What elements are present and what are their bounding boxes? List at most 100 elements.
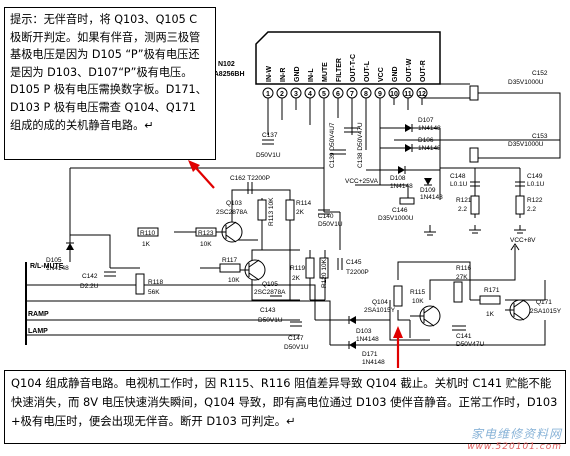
- label-c152-val: D35V1000U: [508, 79, 544, 86]
- label-vcc25: VCC+25VA: [345, 178, 379, 185]
- label-r122: R122: [527, 197, 543, 204]
- label-r121: R121: [456, 197, 472, 204]
- label-r117-val: 10K: [228, 277, 240, 284]
- ic-ref: N102: [218, 61, 235, 68]
- label-c146: C146: [392, 207, 408, 214]
- label-c143-val: D50V1U: [258, 317, 283, 324]
- note-bottom: Q104 组成静音电路。电视机工作时，因 R115、R116 阻值差异导致 Q1…: [4, 370, 566, 444]
- ic-pin-name: OUT-R: [420, 60, 427, 82]
- label-q103: Q103: [226, 200, 242, 207]
- label-r119-val: 2K: [292, 275, 301, 282]
- label-c142-val: D2.2U: [80, 283, 99, 290]
- component-symbols: [66, 85, 531, 349]
- label-c139: C139 D50V4U7: [329, 122, 336, 168]
- label-c162: C162 T2200P: [230, 175, 270, 182]
- label-c146-val: D35V1000U: [378, 215, 414, 222]
- ic-pin-number: 11: [404, 91, 412, 98]
- ic-pin-name: FILTER: [336, 58, 343, 82]
- label-q104-val: 2SA1015Y: [364, 307, 396, 314]
- label-c145-val: T2200P: [346, 269, 369, 276]
- label-r116-val: 27K: [456, 274, 468, 281]
- label-c145: C145: [346, 259, 362, 266]
- watermark-url: www.520101.com: [467, 442, 562, 452]
- ic-pin-number: 4: [308, 91, 312, 98]
- label-c152: C152: [532, 70, 548, 77]
- label-d107-val: 1N4148: [418, 125, 441, 132]
- ic-pin-number: 3: [294, 91, 298, 98]
- label-q105-val: 2SC2878A: [254, 289, 286, 296]
- ic-pin-number: 6: [336, 91, 340, 98]
- label-r121-val: 2.2: [458, 206, 467, 213]
- label-d108: D108: [390, 175, 406, 182]
- label-d105: D105: [46, 257, 62, 264]
- label-d107: D107: [418, 117, 434, 124]
- ic-pin-number: 5: [322, 91, 326, 98]
- label-r110: R110: [140, 230, 155, 237]
- label-r115: R115: [410, 289, 425, 296]
- label-c140-val: D50V1U: [318, 221, 343, 228]
- wiring: [25, 83, 561, 346]
- label-d109-val: 1N4148: [420, 194, 443, 201]
- label-q104: Q104: [372, 299, 388, 306]
- ic-pin-number: 2: [280, 91, 284, 98]
- ic-pin-name: IN-W: [266, 66, 273, 82]
- label-r115-val: 10K: [412, 298, 424, 305]
- ic-pin-number: 8: [364, 91, 368, 98]
- label-q171: Q171: [536, 299, 552, 306]
- label-r120: R120 10K: [321, 258, 328, 288]
- label-q103-val: 2SC2878A: [216, 209, 248, 216]
- label-r117: R117: [222, 257, 237, 264]
- label-d171-val: 1N4148: [362, 359, 385, 366]
- label-c137-val: D50V1U: [256, 152, 281, 159]
- label-c149-val: L0.1U: [527, 181, 545, 188]
- label-q171-val: 2SA1015Y: [530, 308, 562, 315]
- label-r123: R123: [198, 230, 214, 237]
- label-d103-val: 1N4148: [356, 336, 379, 343]
- label-d106-val: 1N4148: [418, 145, 441, 152]
- label-c147: C147: [288, 335, 304, 342]
- label-ramp: RAMP: [28, 311, 49, 318]
- ic-pin-name: GND: [294, 66, 301, 82]
- label-c142: C142: [82, 273, 98, 280]
- label-lamp: LAMP: [28, 328, 48, 335]
- ic-ta8256bh: N102 TA8256BH 1IN-W2IN-R3GND4IN-L5MUTE6F…: [210, 31, 441, 99]
- ic-pin-name: VCC: [378, 67, 385, 82]
- label-c140: C140: [318, 213, 334, 220]
- label-c149: C149: [527, 173, 543, 180]
- ic-pin-name: OUT-W: [406, 58, 413, 82]
- label-c141: C141: [456, 333, 472, 340]
- label-d109: D109: [420, 187, 436, 194]
- label-d108-val: 1N4148: [390, 183, 413, 190]
- label-r118: R118: [148, 279, 163, 286]
- label-r122-val: 2.2: [527, 206, 536, 213]
- label-c153: C153: [532, 133, 548, 140]
- label-d103: D103: [356, 328, 372, 335]
- ic-pin-name: OUT-T-C: [350, 54, 357, 82]
- label-c148-val: L0.1U: [450, 181, 468, 188]
- label-r114-val: 2K: [296, 209, 305, 216]
- ic-pin-number: 9: [378, 91, 382, 98]
- watermark: 家电维修资料网 www.520101.com: [412, 428, 562, 454]
- ic-pin-name: OUT-L: [364, 60, 371, 82]
- label-r119: R119: [290, 265, 305, 272]
- ic-pin-number: 12: [418, 91, 426, 98]
- label-c143: C143: [260, 307, 276, 314]
- label-c138: C138 D50V47U: [357, 122, 364, 168]
- ic-pin-name: GND: [392, 66, 399, 82]
- label-r114: R114: [296, 200, 311, 207]
- annotation-arrows: [188, 160, 403, 368]
- label-vcc8: VCC+8V: [510, 237, 536, 244]
- ic-pin-number: 1: [266, 91, 270, 98]
- ic-pin-name: IN-R: [280, 68, 287, 82]
- ic-pin-name: MUTE: [322, 62, 329, 82]
- label-rl-mute: R/L-MUTE: [30, 263, 64, 270]
- watermark-title: 家电维修资料网: [470, 427, 562, 441]
- label-r123-val: 10K: [200, 241, 212, 248]
- label-c147-val: D50V1U: [284, 344, 309, 351]
- label-c141-val: D50V47U: [456, 341, 484, 348]
- label-c153-val: D35V1000U: [508, 141, 544, 148]
- label-c137: C137: [262, 132, 278, 139]
- label-r110-val: 1K: [142, 241, 151, 248]
- ic-pin-number: 7: [350, 91, 354, 98]
